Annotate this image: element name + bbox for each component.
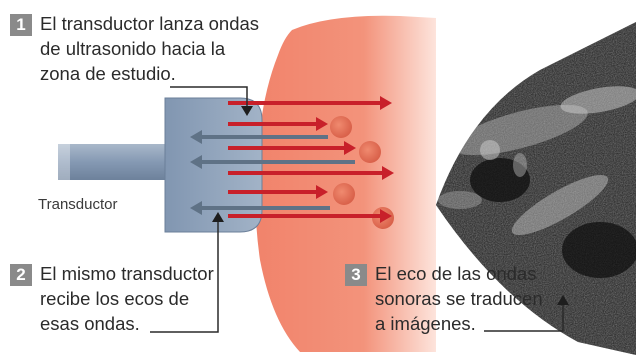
step-3-badge: 3 bbox=[345, 264, 367, 286]
step-1-text: El transductor lanza ondas de ultrasonid… bbox=[40, 13, 260, 84]
echo-bubble-icon bbox=[330, 116, 352, 138]
echo-bubble-icon bbox=[333, 183, 355, 205]
step-1-badge: 1 bbox=[10, 14, 32, 36]
step-2-text: El mismo transductor recibe los ecos de … bbox=[40, 263, 214, 334]
echo-bubble-icon bbox=[359, 141, 381, 163]
pointer-arrow-icon bbox=[212, 212, 224, 222]
step-3-text: El eco de las ondas sonoras se traducen … bbox=[375, 263, 543, 334]
echo-waves bbox=[190, 130, 355, 215]
callout-pointers bbox=[150, 86, 564, 333]
transducer-label: Transductor bbox=[38, 196, 118, 213]
pointer-arrow-icon bbox=[241, 106, 253, 116]
transducer-body bbox=[164, 97, 263, 233]
ultrasound-image bbox=[436, 22, 636, 355]
pointer-arrow-icon bbox=[557, 295, 569, 305]
step-2-badge: 2 bbox=[10, 264, 32, 286]
ultrasound-waves bbox=[228, 96, 394, 223]
transducer-cable bbox=[58, 144, 170, 180]
